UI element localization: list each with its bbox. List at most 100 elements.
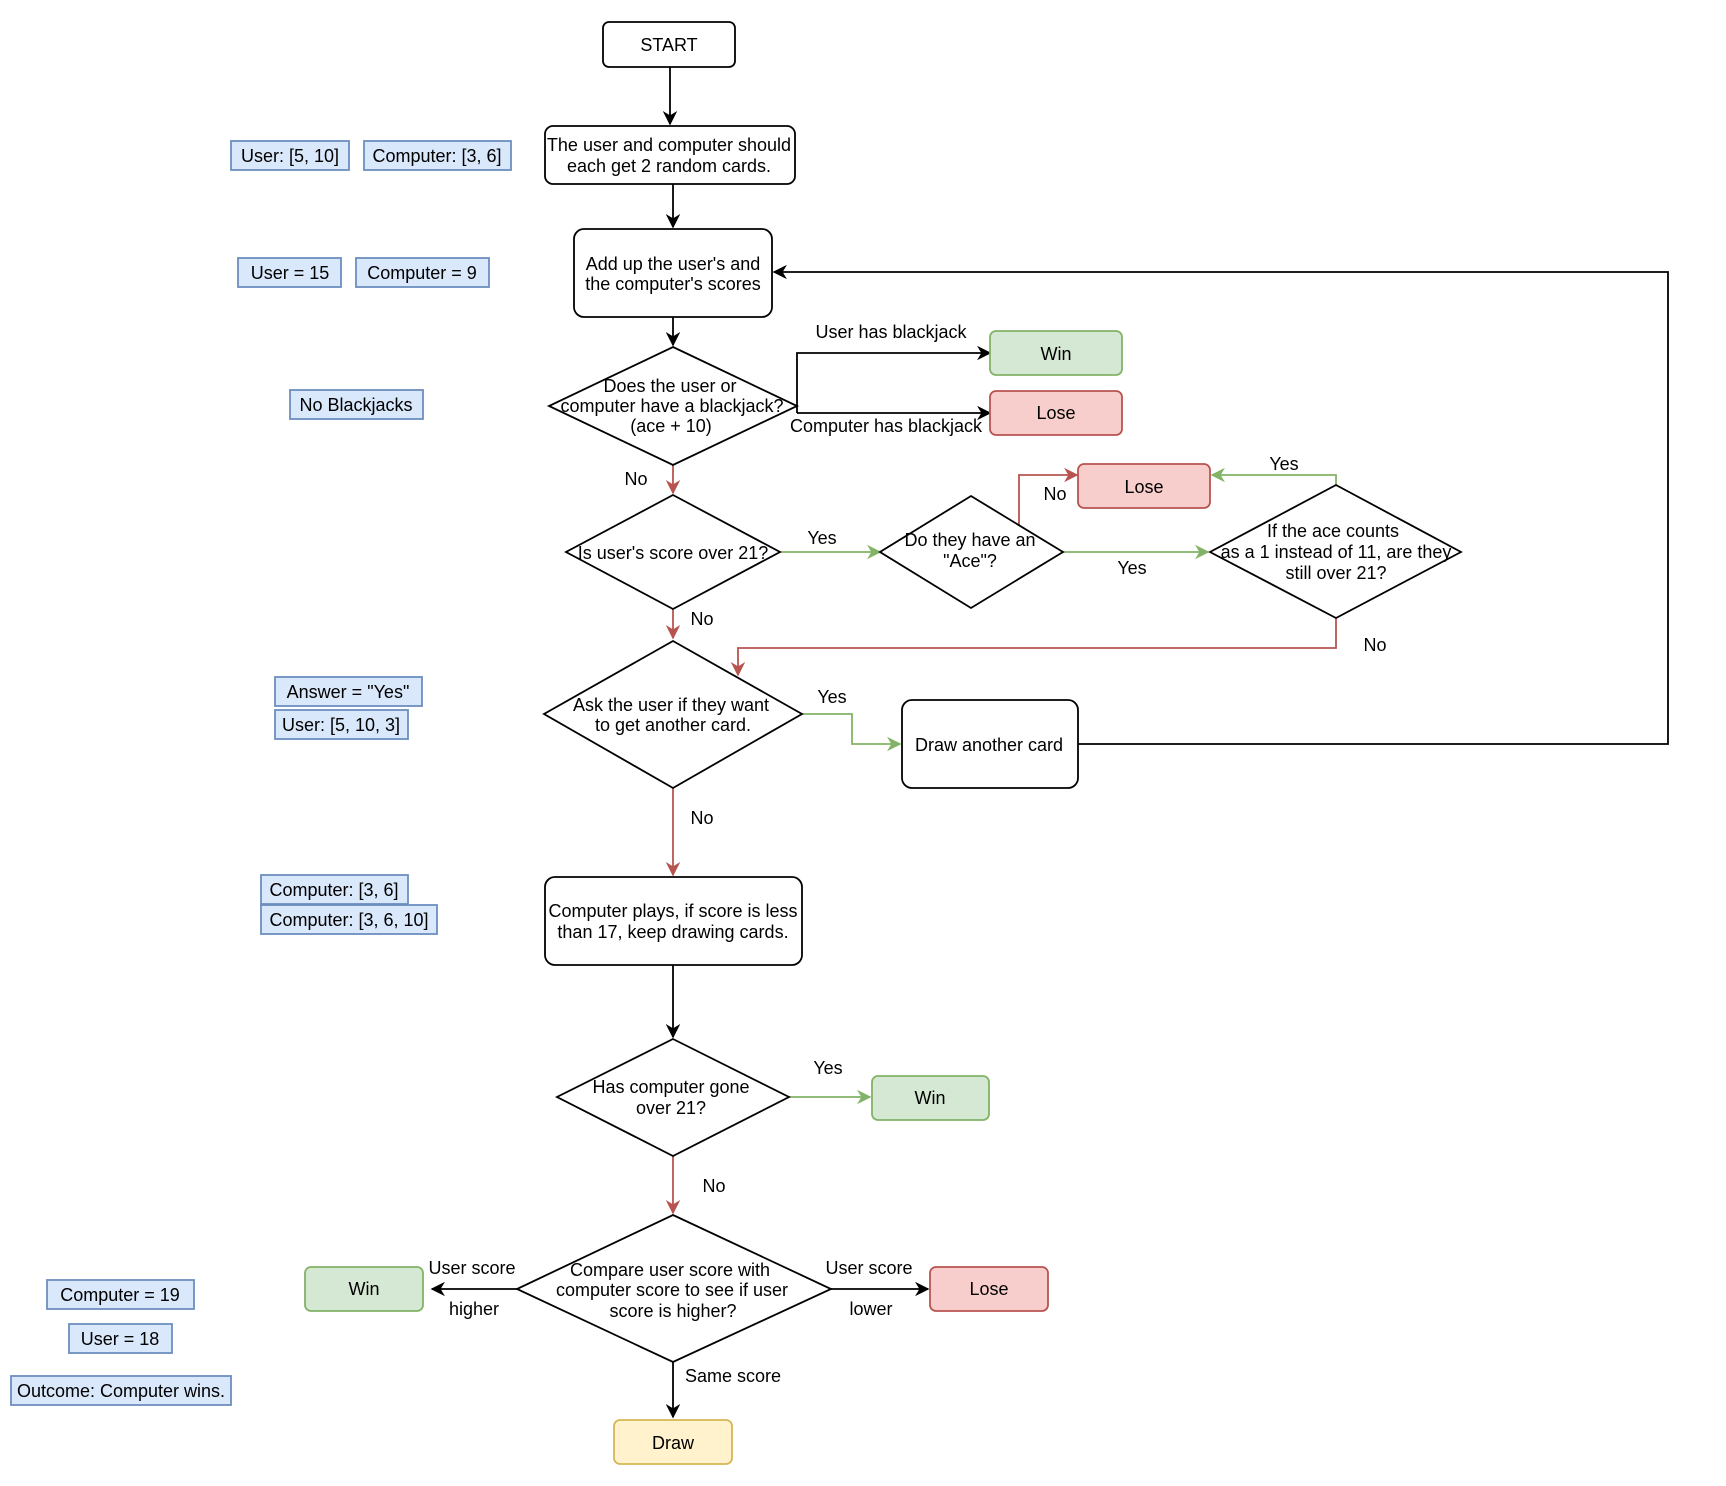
label-computer-over-yes: Yes <box>813 1058 842 1078</box>
edge-another-yes <box>802 713 902 752</box>
svg-text:User = 15: User = 15 <box>251 263 330 283</box>
note-user-cards-three: User: [5, 10, 3] <box>274 709 409 740</box>
note-no-blackjacks: No Blackjacks <box>289 389 424 420</box>
node-draw-another-card: Draw another card <box>901 699 1079 789</box>
label-same-score: Same score <box>685 1366 781 1386</box>
svg-text:over 21?: over 21? <box>636 1098 706 1118</box>
svg-text:The user and computer should: The user and computer should <box>547 135 791 155</box>
edge-acecheck-no <box>730 618 1337 677</box>
node-ace-value-check: If the ace counts as a 1 instead of 11, … <box>1208 483 1463 620</box>
note-user-final: User = 18 <box>68 1323 173 1354</box>
edge-acecheck-yes <box>1210 467 1337 485</box>
svg-text:Draw another card: Draw another card <box>915 735 1063 755</box>
label-ace-yes: Yes <box>1117 558 1146 578</box>
svg-text:Does the user or: Does the user or <box>603 376 736 396</box>
svg-text:Computer: [3, 6]: Computer: [3, 6] <box>269 880 398 900</box>
note-computer-score: Computer = 9 <box>355 257 490 288</box>
node-ask-another-card: Ask the user if they want to get another… <box>542 639 804 790</box>
svg-text:Lose: Lose <box>1036 403 1075 423</box>
note-computer-cards-two: Computer: [3, 6] <box>260 874 409 905</box>
label-over21-no: No <box>690 609 713 629</box>
svg-text:User: [5, 10, 3]: User: [5, 10, 3] <box>282 715 400 735</box>
note-user-cards: User: [5, 10] <box>230 140 350 171</box>
outcome-win-blackjack: Win <box>989 330 1123 376</box>
svg-text:Outcome: Computer wins.: Outcome: Computer wins. <box>17 1381 225 1401</box>
note-computer-final: Computer = 19 <box>46 1279 195 1310</box>
node-add-scores: Add up the user's and the computer's sco… <box>573 228 773 318</box>
edge-draw-loop <box>772 264 1669 745</box>
svg-text:the computer's scores: the computer's scores <box>585 274 761 294</box>
label-acecheck-no: No <box>1363 635 1386 655</box>
outcome-lose-blackjack: Lose <box>989 390 1123 436</box>
outcome-lose-lower: Lose <box>929 1266 1049 1312</box>
node-computer-over21: Has computer gone over 21? <box>555 1037 791 1158</box>
svg-text:Computer = 19: Computer = 19 <box>60 1285 180 1305</box>
svg-text:Compare user score with: Compare user score with <box>570 1260 770 1280</box>
svg-text:Draw: Draw <box>652 1433 695 1453</box>
svg-text:Lose: Lose <box>969 1279 1008 1299</box>
edge-ace-no <box>1018 467 1079 527</box>
node-compare-scores: Compare user score with computer score t… <box>514 1214 834 1363</box>
svg-text:"Ace"?: "Ace"? <box>943 551 997 571</box>
outcome-win-higher: Win <box>304 1266 424 1312</box>
label-computer-over-no: No <box>702 1176 725 1196</box>
svg-text:Computer: [3, 6, 10]: Computer: [3, 6, 10] <box>269 910 428 930</box>
node-deal-cards: The user and computer should each get 2 … <box>544 125 796 185</box>
label-no-blackjack: No <box>624 469 647 489</box>
svg-text:If the ace counts: If the ace counts <box>1267 521 1399 541</box>
svg-text:Computer plays, if score is le: Computer plays, if score is less <box>548 901 797 921</box>
label-user-blackjack: User has blackjack <box>815 322 967 342</box>
svg-text:score is higher?: score is higher? <box>609 1301 736 1321</box>
label-another-no: No <box>690 808 713 828</box>
outcome-draw: Draw <box>613 1419 733 1465</box>
svg-text:as a 1 instead of 11, are they: as a 1 instead of 11, are they <box>1221 542 1452 562</box>
label-another-yes: Yes <box>817 687 846 707</box>
svg-text:Add up the user's and: Add up the user's and <box>586 254 761 274</box>
label-lower-1: User score <box>825 1258 912 1278</box>
svg-text:Has computer gone: Has computer gone <box>592 1077 749 1097</box>
node-ace-check: Do they have an "Ace"? <box>878 494 1065 610</box>
label-lower-2: lower <box>849 1299 892 1319</box>
svg-text:Win: Win <box>349 1279 380 1299</box>
label-computer-blackjack: Computer has blackjack <box>790 416 983 436</box>
svg-text:User = 18: User = 18 <box>81 1329 160 1349</box>
svg-text:Is user's score over 21?: Is user's score over 21? <box>578 543 769 563</box>
label-acecheck-yes: Yes <box>1269 454 1298 474</box>
note-user-score: User = 15 <box>237 257 342 288</box>
label-higher-1: User score <box>428 1258 515 1278</box>
label-ace-no: No <box>1043 484 1066 504</box>
outcome-win-computer-bust: Win <box>871 1075 990 1121</box>
edges <box>430 67 1669 1419</box>
svg-text:User: [5, 10]: User: [5, 10] <box>241 146 339 166</box>
svg-text:Answer = "Yes": Answer = "Yes" <box>287 682 410 702</box>
svg-text:No Blackjacks: No Blackjacks <box>299 395 412 415</box>
note-computer-cards-three: Computer: [3, 6, 10] <box>260 904 438 935</box>
svg-text:Computer: [3, 6]: Computer: [3, 6] <box>372 146 501 166</box>
svg-text:computer have a blackjack?: computer have a blackjack? <box>560 396 783 416</box>
svg-text:START: START <box>640 35 697 55</box>
svg-text:than 17, keep drawing cards.: than 17, keep drawing cards. <box>557 922 788 942</box>
node-computer-plays: Computer plays, if score is less than 17… <box>544 876 803 966</box>
note-computer-cards: Computer: [3, 6] <box>363 140 512 171</box>
node-start: START <box>602 21 736 68</box>
svg-text:Ask the user if they want: Ask the user if they want <box>573 695 769 715</box>
label-higher-2: higher <box>449 1299 499 1319</box>
outcome-lose-bust: Lose <box>1077 463 1211 509</box>
svg-text:Computer = 9: Computer = 9 <box>367 263 477 283</box>
edge-user-blackjack <box>796 345 992 413</box>
note-answer-yes: Answer = "Yes" <box>274 676 423 707</box>
svg-text:Win: Win <box>1041 344 1072 364</box>
edge-labels: User has blackjack Computer has blackjac… <box>428 322 1386 1386</box>
note-outcome: Outcome: Computer wins. <box>10 1375 232 1406</box>
node-over21-check: Is user's score over 21? <box>564 493 782 611</box>
label-over21-yes: Yes <box>807 528 836 548</box>
node-blackjack-check: Does the user or computer have a blackja… <box>546 346 800 466</box>
svg-text:to get another card.: to get another card. <box>595 715 751 735</box>
svg-text:Win: Win <box>915 1088 946 1108</box>
svg-text:Do they have an: Do they have an <box>904 530 1035 550</box>
svg-text:Lose: Lose <box>1124 477 1163 497</box>
svg-text:still over 21?: still over 21? <box>1285 563 1386 583</box>
svg-text:computer score to see if user: computer score to see if user <box>556 1280 788 1300</box>
svg-text:(ace + 10): (ace + 10) <box>630 416 712 436</box>
